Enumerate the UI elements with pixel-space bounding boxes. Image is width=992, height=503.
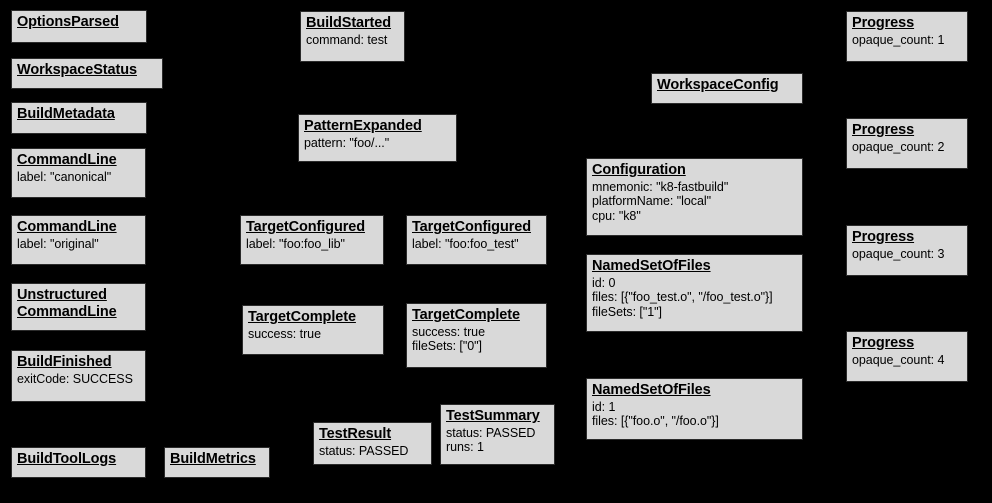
node-title: PatternExpanded: [304, 118, 422, 134]
node-fields: pattern: "foo/...": [304, 136, 451, 151]
node-field: id: 1: [592, 399, 616, 414]
node-title: Progress: [852, 15, 915, 31]
node-title: NamedSetOfFiles: [592, 258, 711, 274]
node-field: label: "original": [17, 236, 99, 251]
node-field: files: [{"foo.o", "/foo.o"}]: [592, 414, 719, 429]
node-title: CommandLine: [17, 152, 117, 168]
node-field: opaque_count: 4: [852, 352, 945, 367]
node-field: exitCode: SUCCESS: [17, 371, 133, 386]
node-fields: label: "canonical": [17, 170, 140, 185]
node-field: fileSets: ["0"]: [412, 339, 482, 354]
node-fields: opaque_count: 1: [852, 33, 962, 48]
node-build-tool-logs[interactable]: BuildToolLogs: [11, 447, 146, 478]
node-field: runs: 1: [446, 440, 484, 455]
node-unstructured-command-line[interactable]: Unstructured CommandLine: [11, 283, 146, 331]
node-title: TargetConfigured: [246, 219, 365, 235]
node-field: mnemonic: "k8-fastbuild": [592, 179, 729, 194]
node-title: Configuration: [592, 162, 686, 178]
node-title: Progress: [852, 122, 915, 138]
node-title: Progress: [852, 335, 915, 351]
node-field: command: test: [306, 32, 388, 47]
node-title: BuildStarted: [306, 15, 392, 31]
node-title: TargetComplete: [412, 307, 520, 323]
node-options-parsed[interactable]: OptionsParsed: [11, 10, 147, 43]
node-fields: opaque_count: 3: [852, 247, 962, 262]
node-title: BuildFinished: [17, 354, 112, 370]
node-field: files: [{"foo_test.o", "/foo_test.o"}]: [592, 290, 773, 305]
node-title: TargetConfigured: [412, 219, 531, 235]
node-field: fileSets: ["1"]: [592, 304, 662, 319]
node-fields: mnemonic: "k8-fastbuild"platformName: "l…: [592, 180, 797, 224]
node-field: id: 0: [592, 275, 616, 290]
node-fields: label: "foo:foo_test": [412, 237, 541, 252]
node-field: label: "foo:foo_lib": [246, 236, 345, 251]
node-title: TargetComplete: [248, 309, 356, 325]
node-fields: success: true: [248, 327, 378, 342]
node-title: Unstructured CommandLine: [17, 287, 117, 320]
node-fields: label: "foo:foo_lib": [246, 237, 378, 252]
node-title: TestSummary: [446, 408, 540, 424]
node-field: opaque_count: 1: [852, 32, 945, 47]
node-build-metrics[interactable]: BuildMetrics: [164, 447, 270, 478]
node-fields: opaque_count: 2: [852, 140, 962, 155]
node-field: status: PASSED: [446, 425, 536, 440]
node-workspace-status[interactable]: WorkspaceStatus: [11, 58, 163, 89]
node-title: CommandLine: [17, 219, 117, 235]
node-field: cpu: "k8": [592, 208, 641, 223]
node-title: BuildMetadata: [17, 106, 115, 122]
node-field: opaque_count: 3: [852, 246, 945, 261]
node-fields: label: "original": [17, 237, 140, 252]
node-fields: exitCode: SUCCESS: [17, 372, 140, 387]
node-fields: command: test: [306, 33, 399, 48]
node-title: WorkspaceConfig: [657, 77, 779, 93]
node-field: opaque_count: 2: [852, 139, 945, 154]
node-field: platformName: "local": [592, 194, 711, 209]
node-title: WorkspaceStatus: [17, 62, 137, 78]
node-title: NamedSetOfFiles: [592, 382, 711, 398]
node-build-metadata[interactable]: BuildMetadata: [11, 102, 147, 134]
node-field: label: "canonical": [17, 169, 112, 184]
node-title: BuildMetrics: [170, 451, 256, 467]
node-field: label: "foo:foo_test": [412, 236, 519, 251]
node-title: Progress: [852, 229, 915, 245]
node-field: success: true: [248, 326, 321, 341]
node-fields: status: PASSED: [319, 444, 426, 459]
node-title: BuildToolLogs: [17, 451, 117, 467]
node-fields: opaque_count: 4: [852, 353, 962, 368]
node-title: OptionsParsed: [17, 14, 119, 30]
node-field: success: true: [412, 324, 485, 339]
node-field: status: PASSED: [319, 443, 409, 458]
node-workspace-config[interactable]: WorkspaceConfig: [651, 73, 803, 104]
node-title: TestResult: [319, 426, 392, 442]
node-field: pattern: "foo/...": [304, 135, 390, 150]
